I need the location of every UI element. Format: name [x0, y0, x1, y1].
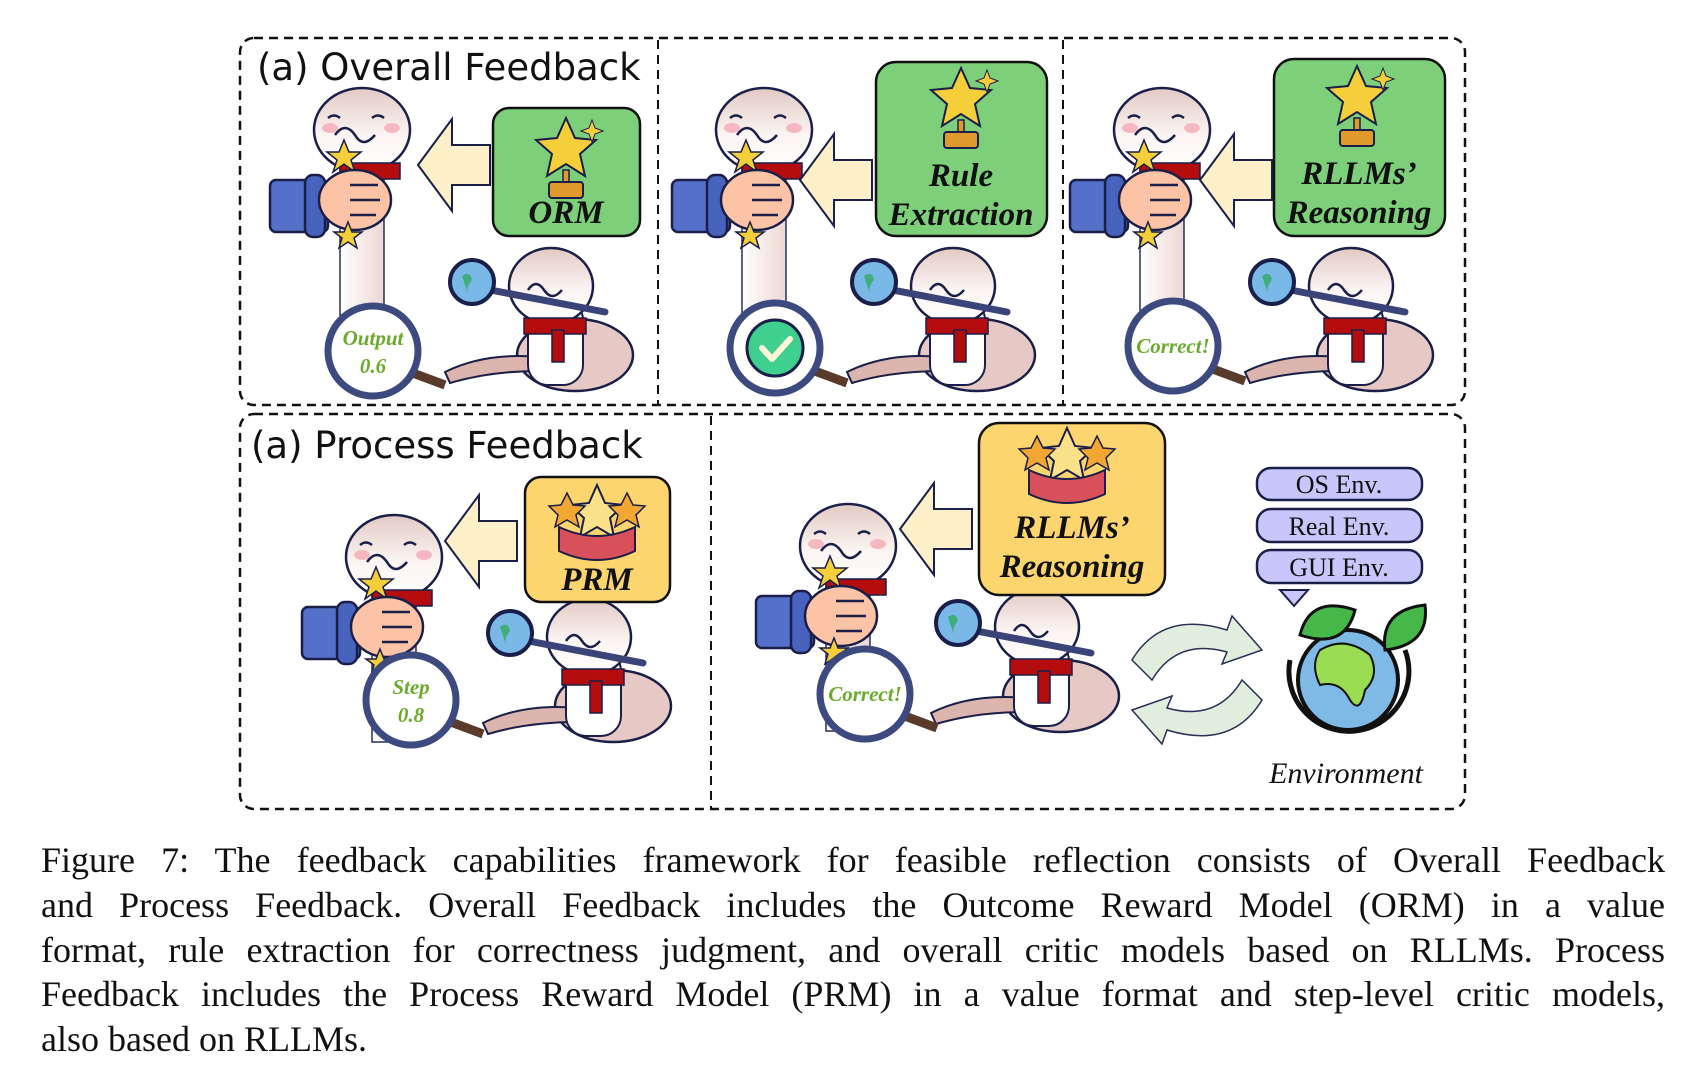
svg-text:Reasoning: Reasoning	[1286, 195, 1432, 231]
process-feedback-title: (a) Process Feedback	[251, 424, 643, 467]
inspector-snake	[931, 589, 1119, 732]
arrow-left-icon	[899, 482, 973, 576]
figure-caption: Figure 7: The feedback capabilities fram…	[41, 838, 1665, 1062]
orm-box: ORM	[491, 106, 642, 238]
arrow-left-icon	[417, 118, 491, 212]
inspector-snake	[445, 248, 633, 391]
rllms-reasoning-box: RLLMs’ Reasoning	[1272, 57, 1447, 238]
check-circle-icon	[745, 318, 805, 378]
rule-extraction-box: Rule Extraction	[874, 60, 1049, 238]
magnifier-step-score: Step 0.8	[362, 651, 485, 749]
judge-snake	[268, 86, 412, 317]
feedback-framework-figure: (a) Overall Feedback (a) Process Feedbac…	[238, 36, 1467, 811]
arrow-left-icon	[1199, 133, 1273, 227]
svg-text:Reasoning: Reasoning	[999, 549, 1145, 585]
caption-line: and Process Feedback. Overall Feedback i…	[41, 884, 1665, 925]
judge-snake	[670, 86, 814, 317]
caption-line: also based on RLLMs.	[41, 1019, 367, 1060]
env-pill-real: Real Env.	[1255, 507, 1424, 544]
earth-leaves-icon	[1286, 603, 1427, 734]
caption-line: Figure 7: The feedback capabilities fram…	[41, 840, 1665, 880]
arrow-left-icon	[444, 494, 518, 588]
svg-text:Extraction: Extraction	[888, 197, 1034, 233]
environment-label: Environment	[1268, 757, 1424, 790]
svg-text:Correct!: Correct!	[828, 682, 902, 706]
svg-text:GUI Env.: GUI Env.	[1289, 553, 1388, 582]
arrow-left-icon	[799, 133, 873, 227]
magnifier-output-score: Output 0.6	[324, 302, 447, 400]
process-feedback-frame	[238, 412, 1467, 811]
prm-box: PRM	[523, 475, 672, 604]
speech-pointer	[1277, 589, 1311, 608]
svg-text:Correct!: Correct!	[1136, 334, 1210, 358]
svg-text:0.8: 0.8	[398, 703, 425, 727]
svg-text:PRM: PRM	[560, 562, 634, 598]
svg-text:Step: Step	[392, 675, 429, 699]
env-pill-gui: GUI Env.	[1255, 548, 1424, 585]
magnifier-correct: Correct!	[1124, 297, 1247, 395]
caption-line: Feedback includes the Process Reward Mod…	[41, 974, 1665, 1015]
svg-text:Output: Output	[343, 326, 405, 350]
svg-text:RLLMs’: RLLMs’	[1300, 156, 1417, 192]
env-pill-os: OS Env.	[1255, 466, 1424, 502]
caption-line: format, rule extraction for correctness …	[41, 929, 1665, 970]
overall-feedback-title: (a) Overall Feedback	[257, 46, 641, 89]
svg-text:Real Env.: Real Env.	[1289, 512, 1390, 541]
inspector-snake	[1245, 248, 1433, 391]
magnifier-correct-step: Correct!	[816, 645, 939, 743]
svg-text:Rule: Rule	[928, 158, 993, 194]
overall-feedback-frame	[238, 36, 1467, 407]
svg-text:0.6: 0.6	[360, 354, 387, 378]
judge-snake	[1068, 86, 1212, 317]
inspector-snake	[483, 599, 671, 742]
cycle-arrows-icon	[1130, 614, 1264, 746]
rllms-reasoning-step-box: RLLMs’ Reasoning	[977, 421, 1167, 597]
svg-text:ORM: ORM	[528, 195, 605, 231]
svg-text:RLLMs’: RLLMs’	[1013, 510, 1130, 546]
inspector-snake	[847, 248, 1035, 391]
svg-text:OS Env.: OS Env.	[1296, 470, 1382, 499]
magnifier-check	[726, 299, 849, 397]
